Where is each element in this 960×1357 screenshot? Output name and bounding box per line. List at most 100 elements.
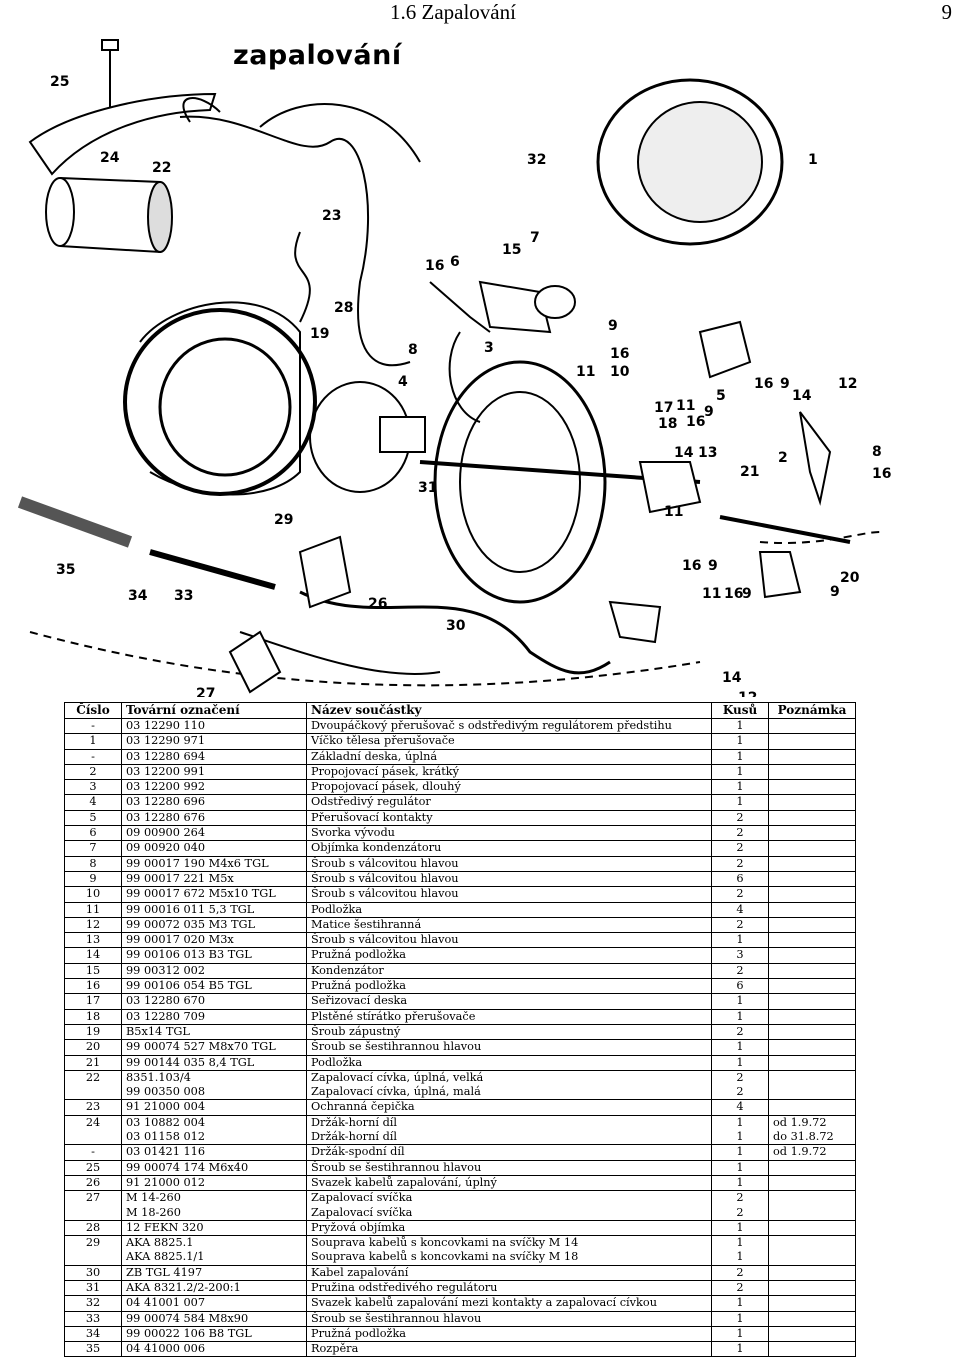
callout-label: 12 xyxy=(838,376,857,392)
callout-label: 16 xyxy=(872,466,891,482)
cell-quantity: 1 xyxy=(711,779,769,795)
cell-number: 28 xyxy=(64,1219,122,1236)
callout-label: 34 xyxy=(128,588,148,604)
cell-note xyxy=(768,932,856,948)
cell-note xyxy=(768,1264,856,1281)
cell-number xyxy=(64,1085,122,1100)
cell-part-name: Zapalovací cívka, úplná, velká xyxy=(306,1069,712,1086)
cell-note xyxy=(768,779,856,795)
cell-note xyxy=(768,733,856,750)
cell-factory-code: B5x14 TGL xyxy=(121,1023,307,1040)
cell-note xyxy=(768,1341,856,1357)
cell-number: 16 xyxy=(64,978,122,994)
cell-note xyxy=(768,1023,856,1040)
cell-number: 34 xyxy=(64,1325,122,1342)
cell-quantity: 2 xyxy=(711,962,769,979)
callout-label: 18 xyxy=(658,416,677,432)
cell-number xyxy=(64,1130,122,1145)
cell-quantity: 1 xyxy=(711,718,769,734)
cell-quantity: 2 xyxy=(711,1190,769,1206)
cell-note xyxy=(768,1008,856,1025)
cell-note xyxy=(768,1159,856,1176)
cell-factory-code: 99 00312 002 xyxy=(121,962,307,979)
callout-label: 10 xyxy=(610,364,630,380)
cell-quantity: 1 xyxy=(711,1159,769,1176)
cell-note xyxy=(768,718,856,734)
cell-factory-code: 91 21000 004 xyxy=(121,1099,307,1116)
callout-label: 13 xyxy=(698,445,717,461)
cell-quantity: 1 xyxy=(711,1114,769,1131)
cell-number: 7 xyxy=(64,840,122,857)
cell-factory-code: 8351.103/4 xyxy=(121,1069,307,1086)
callout-label: 16 xyxy=(425,258,444,274)
cell-number: 15 xyxy=(64,962,122,979)
cell-number: 21 xyxy=(64,1054,122,1071)
cell-part-name: Šroub s válcovitou hlavou xyxy=(306,855,712,872)
callout-label: 9 xyxy=(608,318,618,334)
cell-factory-code: 04 41001 007 xyxy=(121,1295,307,1312)
table-header-row: Číslo Tovární označení Název součástky K… xyxy=(64,702,856,719)
cell-number: 23 xyxy=(64,1099,122,1116)
cell-factory-code: 99 00074 527 M8x70 TGL xyxy=(121,1039,307,1056)
cell-note xyxy=(768,1190,856,1206)
cell-number: 27 xyxy=(64,1190,122,1206)
callout-label: 20 xyxy=(840,570,860,586)
cell-part-name: Seřizovací deska xyxy=(306,993,712,1010)
cell-quantity: 2 xyxy=(711,1205,769,1221)
cell-factory-code: 99 00072 035 M3 TGL xyxy=(121,916,307,933)
cell-factory-code: 03 12200 992 xyxy=(121,779,307,795)
cell-factory-code: 04 41000 006 xyxy=(121,1341,307,1357)
parts-table: Číslo Tovární označení Název součástky K… xyxy=(64,702,856,1357)
cell-part-name: Šroub s válcovitou hlavou xyxy=(306,932,712,948)
cell-part-name: Držák-horní díl xyxy=(306,1114,712,1131)
cell-part-name: Pružná podložka xyxy=(306,1325,712,1342)
cell-note xyxy=(768,1250,856,1266)
cell-part-name: Pryžová objímka xyxy=(306,1219,712,1236)
cell-part-name: Šroub se šestihrannou hlavou xyxy=(306,1159,712,1176)
cell-factory-code: AKA 8825.1/1 xyxy=(121,1250,307,1266)
cell-note xyxy=(768,1295,856,1312)
cell-quantity: 1 xyxy=(711,1250,769,1266)
cell-part-name: Rozpěra xyxy=(306,1341,712,1357)
cell-number: 3 xyxy=(64,779,122,795)
cell-quantity: 1 xyxy=(711,1008,769,1025)
cell-factory-code: 03 12280 676 xyxy=(121,809,307,826)
cell-number: 22 xyxy=(64,1069,122,1086)
cell-part-name: Souprava kabelů s koncovkami na svíčky M… xyxy=(306,1235,712,1251)
cell-number: - xyxy=(64,748,122,765)
cell-number: 33 xyxy=(64,1310,122,1327)
cell-note xyxy=(768,1099,856,1116)
cell-note xyxy=(768,901,856,918)
cell-part-name: Šroub se šestihrannou hlavou xyxy=(306,1039,712,1056)
cell-quantity: 2 xyxy=(711,855,769,872)
cell-factory-code: 99 00022 106 B8 TGL xyxy=(121,1325,307,1342)
cell-quantity: 1 xyxy=(711,733,769,750)
cell-factory-code: 99 00017 190 M4x6 TGL xyxy=(121,855,307,872)
col-header-factory-code: Tovární označení xyxy=(121,702,307,719)
cell-note xyxy=(768,978,856,994)
cell-part-name: Základní deska, úplná xyxy=(306,748,712,765)
cell-factory-code: 03 12280 709 xyxy=(121,1008,307,1025)
cell-part-name: Dvoupáčkový přerušovač s odstředivým reg… xyxy=(306,718,712,734)
